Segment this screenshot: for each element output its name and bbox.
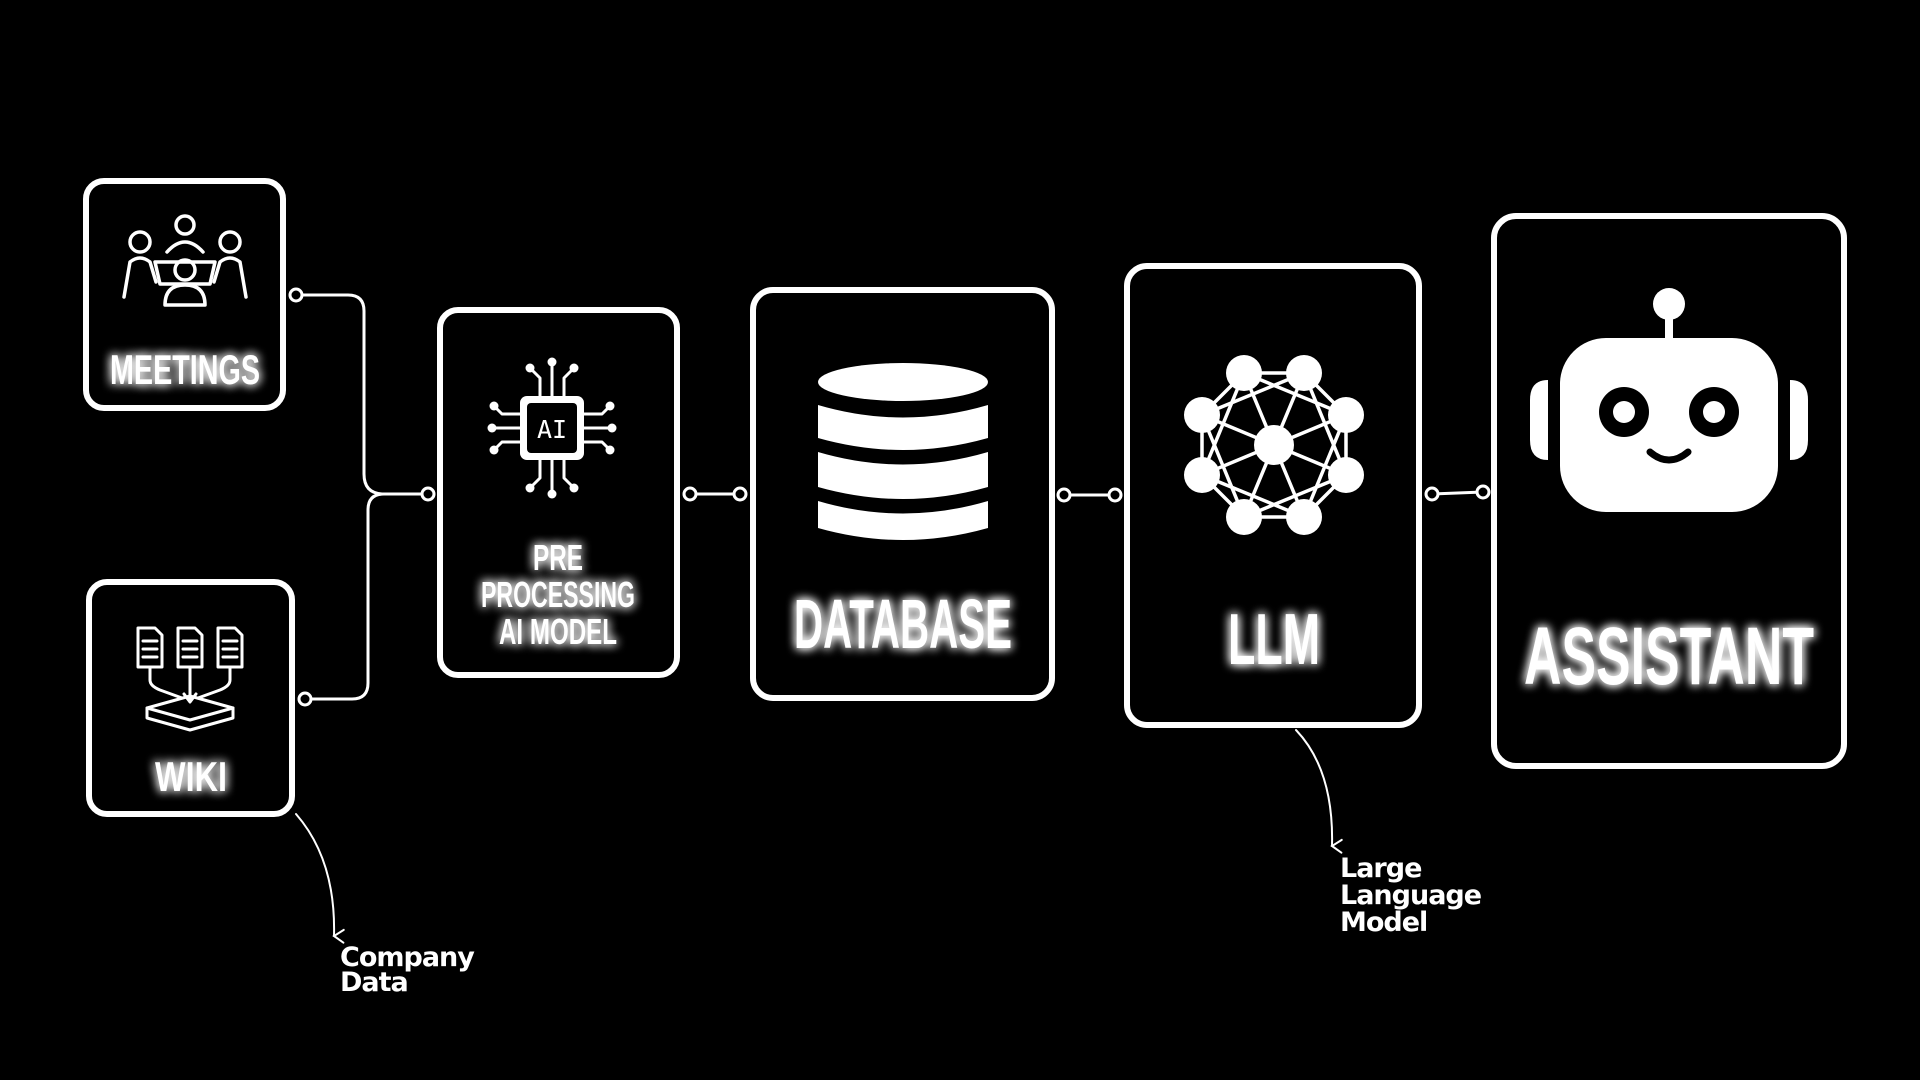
port-assistant-in xyxy=(1475,484,1491,500)
connector-wiki-to-preprocessing xyxy=(305,492,385,701)
port-wiki-out xyxy=(297,691,313,707)
port-database-in xyxy=(732,486,748,502)
connector-llm-to-assistant xyxy=(1431,490,1484,496)
wiki-label: WIKI xyxy=(155,753,227,800)
database-label: DATABASE xyxy=(794,585,1012,663)
database-icon xyxy=(818,363,988,540)
node-database: DATABASE xyxy=(750,287,1055,701)
meeting-people-icon xyxy=(122,214,248,307)
node-assistant: ASSISTANT xyxy=(1491,213,1847,769)
port-preprocessing-out xyxy=(682,486,698,502)
llm-label: LLM xyxy=(1228,600,1320,680)
port-database-out xyxy=(1056,487,1072,503)
preprocessing-label-line-3: AI MODEL xyxy=(499,611,617,652)
meetings-label: MEETINGS xyxy=(110,346,260,393)
company-data-arrow xyxy=(295,813,345,944)
llm-annotation-line-1: Large xyxy=(1340,853,1421,884)
preprocessing-label-line-2: PROCESSING xyxy=(481,574,635,615)
node-preprocessing: AI PRE PROCESSING AI MODEL xyxy=(437,307,680,678)
llm-annotation-line-3: Model xyxy=(1340,907,1427,938)
port-llm-out xyxy=(1424,486,1440,502)
assistant-label: ASSISTANT xyxy=(1524,611,1814,702)
robot-face-icon xyxy=(1530,288,1808,512)
llm-annotation-arrow xyxy=(1295,729,1343,854)
connector-meetings-to-preprocessing xyxy=(296,293,428,496)
port-preprocessing-in xyxy=(420,486,436,502)
annotation-large-language-model: Large Language Model xyxy=(1295,729,1482,938)
port-meetings-out xyxy=(288,287,304,303)
connectors xyxy=(288,287,1491,707)
neural-network-icon xyxy=(1184,355,1364,535)
company-data-line-1: Company xyxy=(340,942,475,973)
node-meetings: MEETINGS xyxy=(83,178,286,411)
llm-annotation-line-2: Language xyxy=(1340,880,1481,911)
node-wiki: WIKI xyxy=(86,579,295,817)
port-llm-in xyxy=(1107,487,1123,503)
annotation-company-data: Company Data xyxy=(295,813,476,998)
preprocessing-label-line-1: PRE xyxy=(533,537,583,578)
node-llm: LLM xyxy=(1124,263,1422,728)
company-data-line-2: Data xyxy=(340,967,408,998)
ai-chip-icon: AI xyxy=(487,357,617,499)
ai-chip-text: AI xyxy=(537,415,567,444)
documents-to-tray-icon xyxy=(136,626,244,732)
